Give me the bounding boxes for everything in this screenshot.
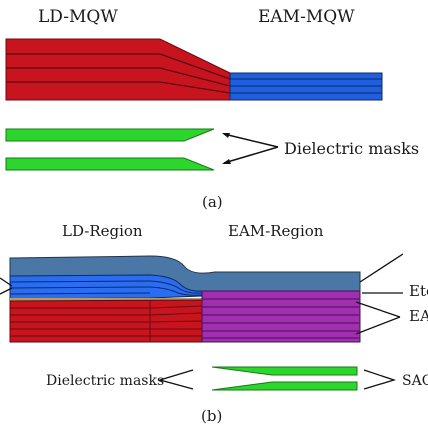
sag-mask-top: [211, 366, 358, 376]
ld-mqw-stack: [5, 38, 231, 101]
ld-red-layers: [9, 299, 203, 343]
dielectric-mask-top: [5, 128, 215, 142]
etch-label: Etc: [409, 282, 428, 300]
right-pointer-etch: [359, 253, 404, 294]
eam-label-truncated: EA: [409, 307, 428, 325]
eam-purple-layers: [201, 290, 361, 343]
ld-taper-line: [159, 67, 231, 87]
left-pointer: [0, 277, 13, 295]
sag-label: SAG: [402, 373, 428, 389]
eam-mqw-label: EAM-MQW: [258, 7, 355, 27]
right-pointer-eam: [355, 301, 401, 335]
mask-pointer-right: [363, 369, 397, 390]
sag-mask-bottom: [211, 381, 358, 391]
eam-mqw-stack: [229, 72, 383, 101]
ld-taper-line: [159, 53, 231, 80]
panel-b: LD-Region EAM-Region: [0, 222, 428, 425]
panel-a: LD-MQW EAM-MQW Dielectr: [5, 7, 419, 211]
ld-mqw-block: [5, 38, 231, 101]
ld-mqw-label: LD-MQW: [38, 7, 118, 27]
eam-region-label: EAM-Region: [228, 222, 324, 240]
ld-region-label: LD-Region: [62, 222, 143, 240]
ld-taper-line: [159, 81, 231, 94]
mask-pointer-left: [157, 369, 194, 390]
caption-a: (a): [202, 193, 223, 211]
dielectric-mask-bottom: [5, 157, 215, 171]
caption-b: (b): [201, 407, 222, 425]
dielectric-masks-label-a: Dielectric masks: [284, 139, 419, 158]
separator-layer: [10, 298, 360, 301]
mask-pointer: [222, 133, 279, 164]
dielectric-masks-label-b: Dielectric masks: [46, 373, 164, 389]
